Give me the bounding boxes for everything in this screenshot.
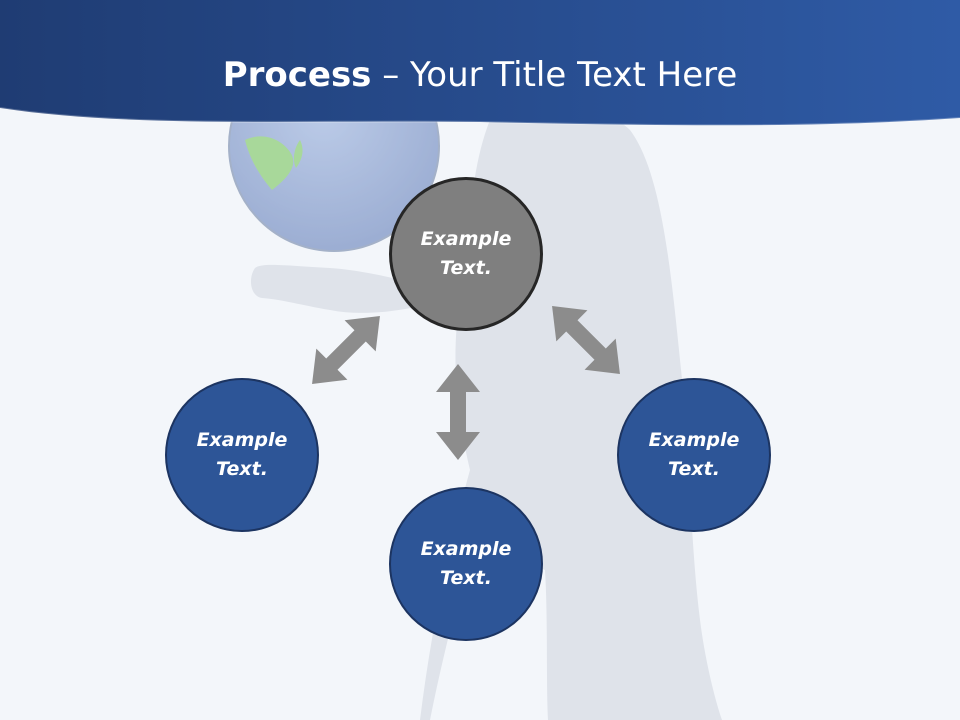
double-arrow-icon xyxy=(312,316,380,384)
node-left-line1: Example xyxy=(196,429,288,451)
double-arrow-icon xyxy=(436,364,480,460)
node-left: Example Text. xyxy=(165,378,319,532)
title-bold: Process xyxy=(222,55,372,95)
node-bottom: Example Text. xyxy=(389,487,543,641)
title-rest: – Your Title Text Here xyxy=(371,55,738,95)
node-left-line2: Text. xyxy=(216,458,268,480)
page-title: Process – Your Title Text Here xyxy=(0,50,960,100)
node-right: Example Text. xyxy=(617,378,771,532)
node-center: Example Text. xyxy=(389,177,543,331)
node-bottom-line2: Text. xyxy=(440,567,492,589)
node-center-line1: Example xyxy=(420,228,512,250)
header-band xyxy=(0,0,960,126)
node-center-line2: Text. xyxy=(440,257,492,279)
node-right-line1: Example xyxy=(648,429,740,451)
double-arrow-icon xyxy=(552,306,620,374)
node-bottom-line1: Example xyxy=(420,538,512,560)
node-right-line2: Text. xyxy=(668,458,720,480)
